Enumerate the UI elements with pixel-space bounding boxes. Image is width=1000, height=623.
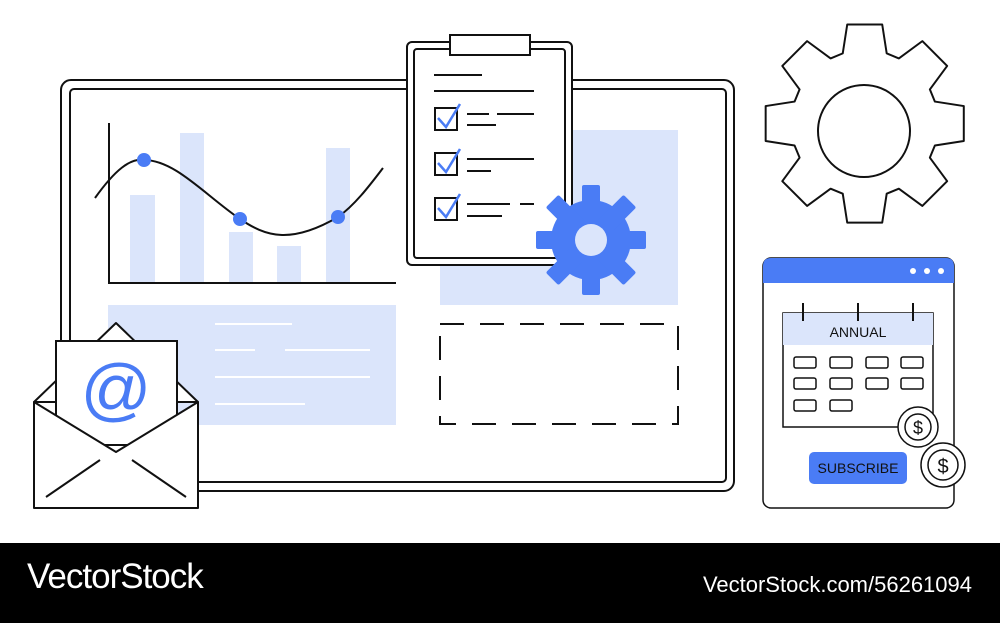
email-envelope-icon: @ — [33, 322, 199, 509]
chart-bar — [277, 246, 301, 282]
checkbox-checked — [434, 103, 462, 131]
calendar-grid — [793, 356, 924, 412]
chart-bars — [130, 133, 350, 282]
clipboard-clip — [449, 34, 531, 56]
chart-bar — [229, 232, 253, 282]
calendar-label: ANNUAL — [830, 324, 887, 340]
clipboard-checklist — [406, 34, 573, 266]
dollar-coin-icon: $ — [897, 406, 939, 448]
dollar-coin-icon: $ — [920, 442, 966, 488]
line-bar-chart — [94, 123, 396, 284]
checkbox-checked — [434, 148, 462, 176]
chart-axes — [108, 123, 396, 284]
checkbox-checked — [434, 193, 462, 221]
chart-point — [233, 212, 247, 226]
watermark-brand: VectorStock — [27, 557, 204, 596]
coin-symbol: $ — [937, 456, 948, 478]
window-menu-dots — [910, 268, 944, 274]
coin-symbol: $ — [913, 418, 923, 438]
dashboard-board — [60, 79, 735, 492]
chart-bar — [130, 195, 155, 282]
chart-bar — [180, 133, 204, 282]
illustration: @ ANNUAL — [33, 23, 966, 509]
subscribe-button-label: SUBSCRIBE — [818, 460, 899, 476]
dashed-placeholder — [439, 323, 679, 425]
chart-point — [331, 210, 345, 224]
watermark-url: VectorStock.com/56261094 — [702, 572, 972, 597]
chart-point — [137, 153, 151, 167]
at-symbol: @ — [80, 350, 151, 428]
calendar-subscription-window: ANNUAL SUBSCRIBE $ $ — [762, 257, 966, 509]
subscribe-button[interactable]: SUBSCRIBE — [809, 452, 907, 484]
watermark-footer: VectorStock VectorStock.com/56261094 — [0, 543, 1000, 623]
gear-outline-icon — [764, 23, 965, 224]
blue-gear-icon — [536, 185, 646, 295]
